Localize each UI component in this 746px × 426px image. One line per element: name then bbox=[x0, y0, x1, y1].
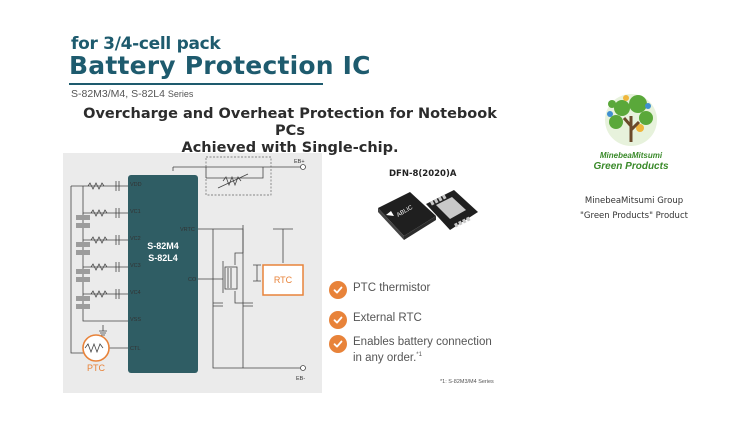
series-suffix: Series bbox=[167, 89, 194, 99]
green-products-logo: MinebeaMitsumi Green Products bbox=[582, 84, 680, 178]
feature-text: External RTC bbox=[353, 312, 422, 324]
title-underline bbox=[69, 83, 323, 85]
circuit-schematic: VDD VC1 VC2 VC3 VC4 VSS CTL VRTC CO EB+ … bbox=[70, 156, 306, 382]
pin-label: VSS bbox=[130, 317, 141, 323]
pin-label: CTL bbox=[130, 346, 140, 352]
pin-label: VRTC bbox=[180, 227, 195, 233]
series-label: S-82M3/M4, S-82L4 Series bbox=[71, 88, 193, 100]
green-caption-line-1: MinebeaMitsumi Group bbox=[584, 196, 684, 206]
pin-label: VC4 bbox=[130, 290, 141, 296]
rtc-label: RTC bbox=[274, 275, 293, 285]
eb-minus-label: EB- bbox=[296, 376, 305, 382]
tree-logo-icon: MinebeaMitsumi Green Products bbox=[593, 94, 669, 172]
footnote: *1: S-82M3/M4 Series bbox=[440, 379, 494, 385]
package-label: DFN-8(2020)A bbox=[389, 169, 457, 179]
footnote-marker: *1 bbox=[416, 352, 422, 358]
headline: Overcharge and Overheat Protection for N… bbox=[80, 106, 500, 157]
pin-label: VDD bbox=[130, 182, 142, 188]
logo-text-line-2: Green Products bbox=[593, 161, 668, 172]
eb-plus-label: EB+ bbox=[294, 159, 305, 165]
feature-item: External RTC bbox=[329, 311, 422, 329]
pin-label: VC1 bbox=[130, 209, 141, 215]
ptc-label: PTC bbox=[87, 363, 106, 373]
feature-item: Enables battery connection in any order.… bbox=[329, 335, 492, 365]
headline-line-2: Achieved with Single-chip. bbox=[181, 140, 399, 156]
feature-text: Enables battery connection in any order.… bbox=[353, 336, 492, 365]
pin-label: VC2 bbox=[130, 236, 141, 242]
feature-item: PTC thermistor bbox=[329, 281, 431, 299]
check-icon bbox=[329, 311, 347, 329]
page-title: Battery Protection IC bbox=[69, 51, 371, 80]
check-icon bbox=[329, 281, 347, 299]
feature-text-line-2: in any order. bbox=[353, 351, 417, 364]
green-caption-line-2: "Green Products" Product bbox=[580, 211, 688, 221]
feature-text: PTC thermistor bbox=[353, 282, 431, 294]
header-subtitle: for 3/4-cell pack bbox=[71, 34, 221, 54]
feature-text-line-1: Enables battery connection bbox=[353, 336, 492, 348]
circuit-diagram: VDD VC1 VC2 VC3 VC4 VSS CTL VRTC CO EB+ … bbox=[63, 153, 322, 393]
pin-label: CO bbox=[188, 277, 197, 283]
check-icon bbox=[329, 335, 347, 353]
chip-package-image: ABLIC bbox=[378, 190, 478, 240]
headline-line-1: Overcharge and Overheat Protection for N… bbox=[83, 106, 497, 139]
logo-text-line-1: MinebeaMitsumi bbox=[600, 151, 663, 160]
pin-label: VC3 bbox=[130, 263, 141, 269]
ic-label-1: S-82M4 bbox=[147, 241, 179, 251]
series-names: S-82M3/M4, S-82L4 bbox=[71, 88, 165, 100]
ic-label-2: S-82L4 bbox=[148, 253, 178, 263]
